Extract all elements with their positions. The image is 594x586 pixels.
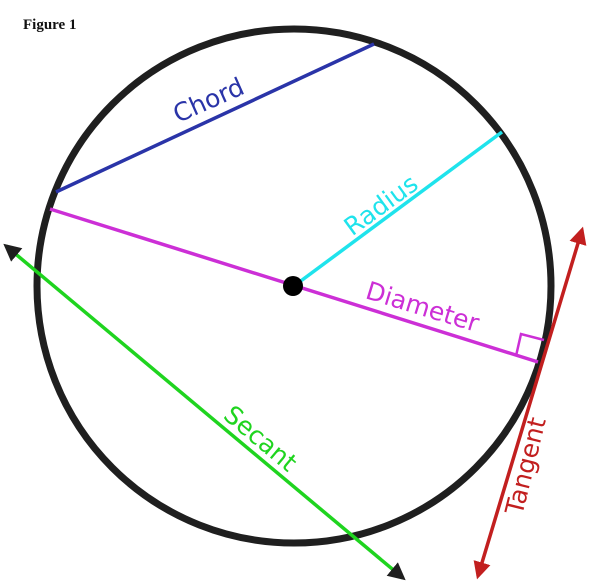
diameter-label: Diameter	[362, 276, 483, 338]
secant-line	[3, 243, 406, 581]
center-point	[283, 276, 303, 296]
chord-line	[55, 42, 375, 194]
figure-label: Figure 1	[23, 17, 77, 33]
tangent-line	[473, 226, 587, 580]
radius-label: Radius	[339, 169, 424, 242]
secant-label: Secant	[218, 400, 303, 478]
